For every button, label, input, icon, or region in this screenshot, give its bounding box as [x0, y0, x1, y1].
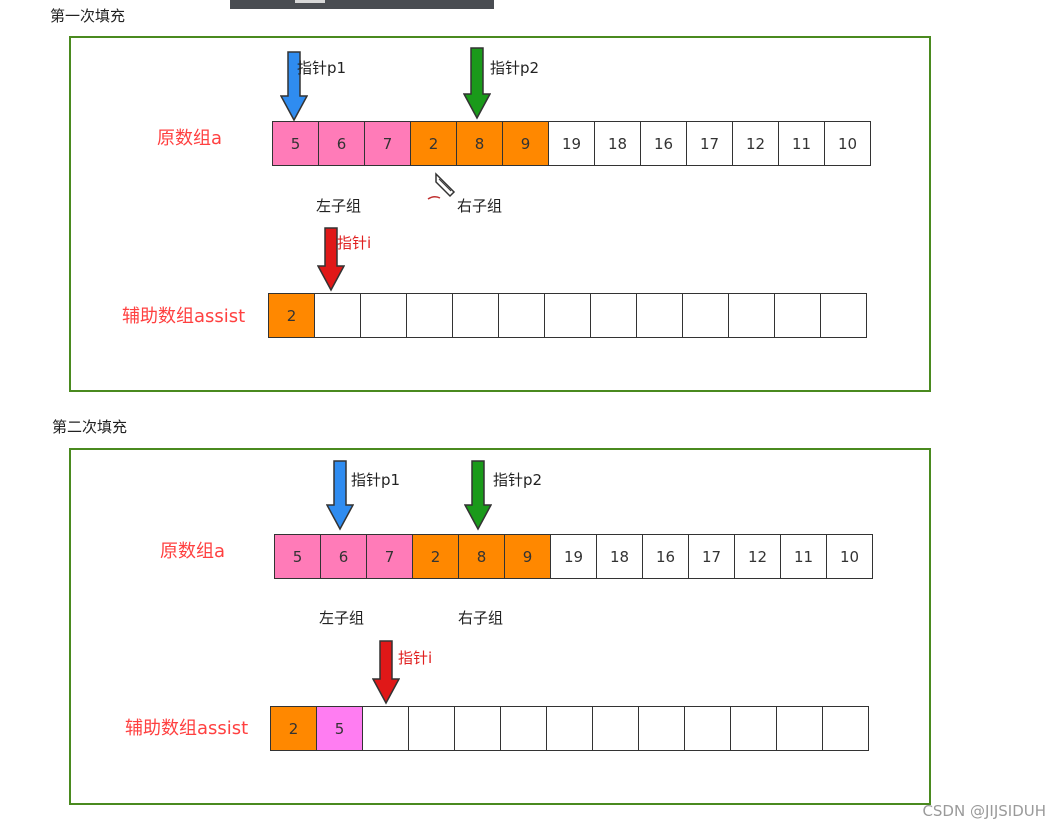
window-top-bar-notch [295, 0, 325, 3]
left-group-label-panel2: 左子组 [319, 609, 365, 627]
pointer-p1-label-panel2: 指针p1 [351, 471, 401, 489]
panel1-heading: 第一次填充 [50, 7, 126, 25]
array-cell: 16 [641, 122, 687, 165]
array-cell: 2 [413, 535, 459, 578]
array-cell [453, 294, 499, 337]
array-cell: 10 [827, 535, 873, 578]
pointer-i-arrow-panel1 [317, 227, 345, 292]
array-cell [547, 707, 593, 750]
pointer-p2-label-panel2: 指针p2 [493, 471, 543, 489]
array-cell: 18 [595, 122, 641, 165]
right-group-label-panel1: 右子组 [457, 197, 503, 215]
array-cell [499, 294, 545, 337]
array-cell [363, 707, 409, 750]
array-cell: 16 [643, 535, 689, 578]
array-cell: 2 [269, 294, 315, 337]
original-array-panel2: 5 6 7 2 8 9 19 18 16 17 12 11 10 [274, 534, 873, 579]
array-cell [637, 294, 683, 337]
window-top-bar [230, 0, 494, 9]
array-cell [823, 707, 869, 750]
array-cell [545, 294, 591, 337]
original-array-panel1: 5 6 7 2 8 9 19 18 16 17 12 11 10 [272, 121, 871, 166]
array-cell: 7 [365, 122, 411, 165]
array-cell: 11 [781, 535, 827, 578]
assist-array-panel2: 2 5 [270, 706, 869, 751]
array-cell [407, 294, 453, 337]
right-group-label-panel2: 右子组 [458, 609, 504, 627]
pen-mark-icon [427, 195, 441, 200]
array-cell [591, 294, 637, 337]
original-array-label-panel2: 原数组a [160, 541, 226, 562]
array-cell [731, 707, 777, 750]
array-cell: 10 [825, 122, 871, 165]
panel2-frame [69, 448, 931, 805]
panel1-frame [69, 36, 931, 392]
array-cell [315, 294, 361, 337]
watermark: CSDN @JIJSIDUH [922, 802, 1046, 820]
pointer-p1-arrow-panel1 [280, 51, 308, 122]
array-cell: 7 [367, 535, 413, 578]
array-cell [821, 294, 867, 337]
pointer-p2-arrow-panel1 [463, 47, 491, 120]
assist-array-panel1: 2 [268, 293, 867, 338]
array-cell [593, 707, 639, 750]
pointer-p2-label-panel1: 指针p2 [490, 59, 540, 77]
array-cell: 5 [275, 535, 321, 578]
array-cell: 5 [317, 707, 363, 750]
array-cell: 9 [503, 122, 549, 165]
array-cell [409, 707, 455, 750]
mouse-cursor-icon [435, 172, 456, 198]
original-array-label-panel1: 原数组a [157, 128, 223, 149]
array-cell [685, 707, 731, 750]
array-cell: 17 [689, 535, 735, 578]
array-cell [777, 707, 823, 750]
pointer-p1-arrow-panel2 [326, 460, 354, 531]
assist-array-label-panel1: 辅助数组assist [122, 306, 246, 327]
array-cell: 8 [459, 535, 505, 578]
pointer-p2-arrow-panel2 [464, 460, 492, 531]
array-cell [455, 707, 501, 750]
pointer-p1-label-panel1: 指针p1 [297, 59, 347, 77]
array-cell: 11 [779, 122, 825, 165]
array-cell: 12 [735, 535, 781, 578]
array-cell [775, 294, 821, 337]
array-cell [361, 294, 407, 337]
array-cell: 6 [319, 122, 365, 165]
pointer-i-arrow-panel2 [372, 640, 400, 705]
array-cell: 5 [273, 122, 319, 165]
array-cell: 12 [733, 122, 779, 165]
array-cell [683, 294, 729, 337]
array-cell: 2 [271, 707, 317, 750]
assist-array-label-panel2: 辅助数组assist [125, 718, 249, 739]
array-cell: 17 [687, 122, 733, 165]
array-cell [729, 294, 775, 337]
array-cell: 6 [321, 535, 367, 578]
pointer-i-label-panel2: 指针i [398, 649, 433, 667]
array-cell [501, 707, 547, 750]
array-cell: 8 [457, 122, 503, 165]
array-cell [639, 707, 685, 750]
panel2-heading: 第二次填充 [52, 418, 128, 436]
pointer-i-label-panel1: 指针i [337, 234, 372, 252]
array-cell: 9 [505, 535, 551, 578]
left-group-label-panel1: 左子组 [316, 197, 362, 215]
array-cell: 18 [597, 535, 643, 578]
array-cell: 2 [411, 122, 457, 165]
array-cell: 19 [549, 122, 595, 165]
array-cell: 19 [551, 535, 597, 578]
